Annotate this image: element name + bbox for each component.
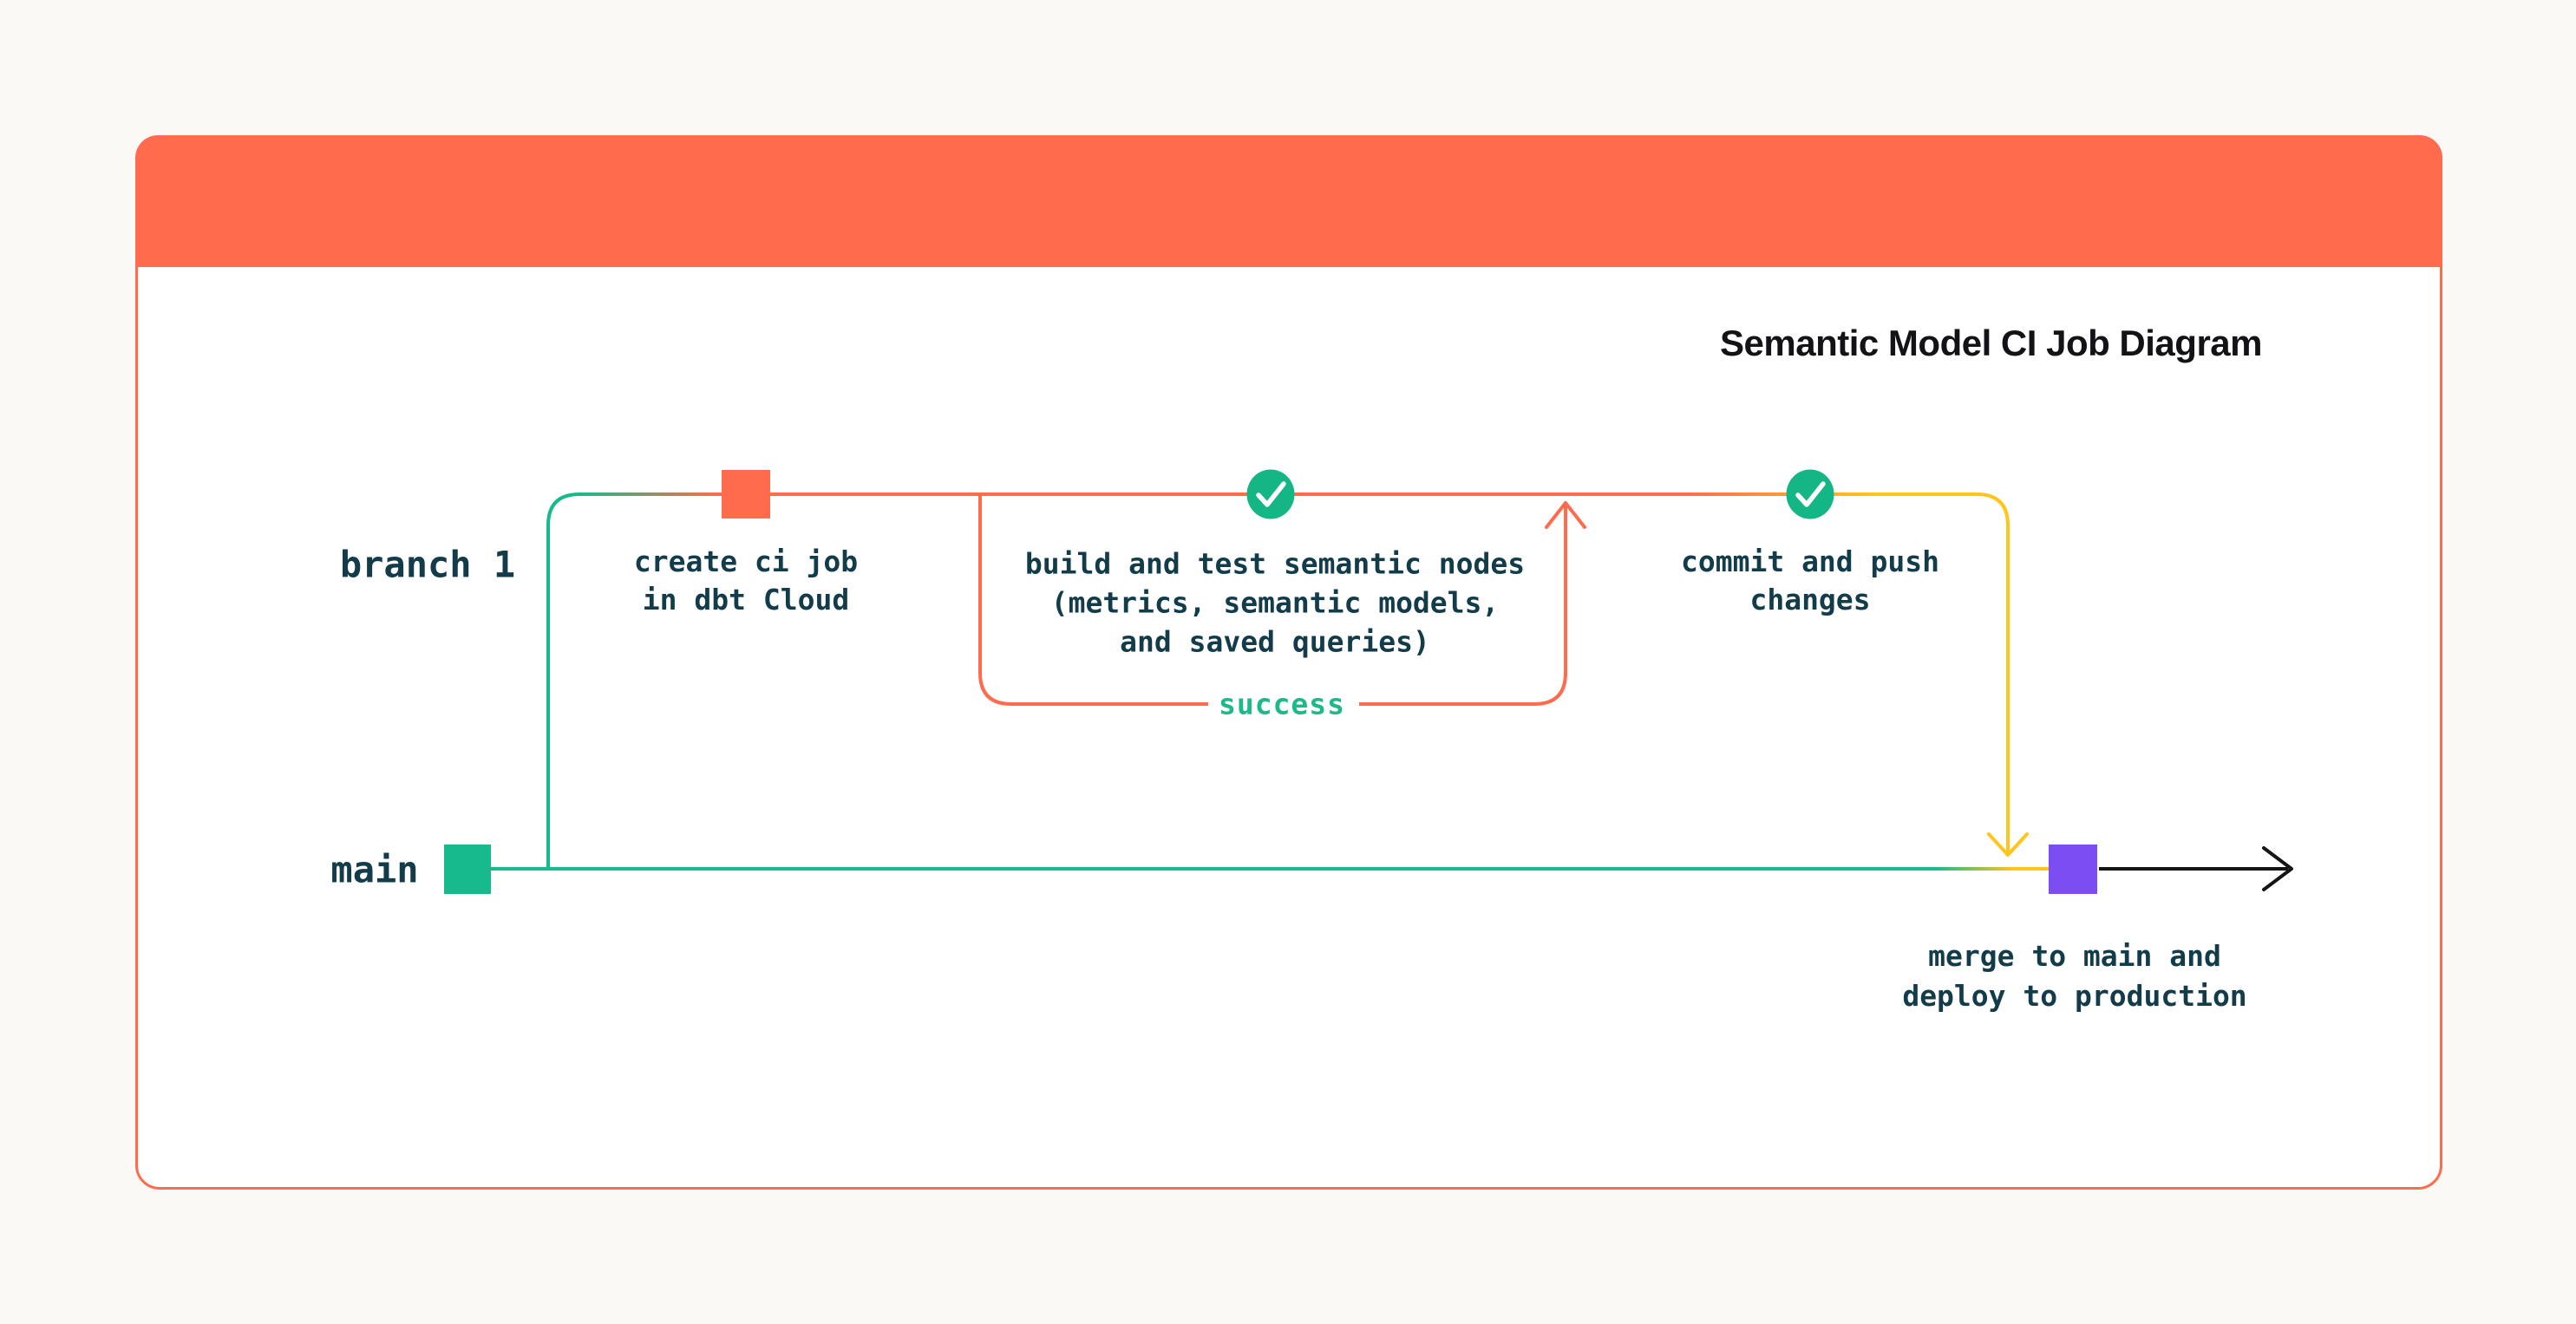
header-bar: Semantic Model CI Job Diagram <box>135 135 2442 366</box>
step-merge-deploy-line1: merge to main and <box>1928 939 2221 973</box>
dbt-logo-star <box>302 300 368 366</box>
success-edge-label: success <box>1218 687 1346 721</box>
check-circle-icon <box>1786 469 1834 519</box>
loop-arrowhead-icon <box>1545 501 1586 529</box>
step-create-ci-label: create ci job in dbt Cloud <box>634 543 858 619</box>
diagram-card <box>135 135 2442 1190</box>
step-merge-deploy-line2: deploy to production <box>1902 979 2247 1013</box>
step-commit-push-line1: commit and push <box>1680 545 1940 578</box>
step-build-test-line2: (metrics, semantic models, <box>1050 585 1500 620</box>
commit-node-main-start <box>444 845 491 894</box>
check-mark-icon <box>1795 481 1826 507</box>
step-create-ci-line2: in dbt Cloud <box>642 583 850 616</box>
check-circle-icon <box>1246 469 1295 519</box>
step-build-test-label: build and test semantic nodes (metrics, … <box>1025 545 1525 662</box>
step-commit-push-line2: changes <box>1749 583 1871 616</box>
step-build-test-line3: and saved queries) <box>1120 624 1430 659</box>
lane-label-main: main <box>330 848 419 891</box>
commit-node-merge <box>2049 845 2097 894</box>
dbt-logo-icon <box>302 300 368 366</box>
step-commit-push-label: commit and push changes <box>1681 543 1939 619</box>
success-loop-left <box>978 494 1208 706</box>
commit-node-create-ci <box>722 470 770 519</box>
lane-label-branch1: branch 1 <box>339 543 516 586</box>
merge-arrowhead-icon <box>1987 832 2029 857</box>
check-mark-icon <box>1256 481 1286 507</box>
page-title: Semantic Model CI Job Diagram <box>1720 323 2262 363</box>
step-build-test-line1: build and test semantic nodes <box>1024 546 1526 581</box>
success-loop-right <box>1359 505 1567 706</box>
main-arrowhead-icon <box>2262 846 2293 891</box>
step-create-ci-line1: create ci job <box>633 545 859 578</box>
step-merge-deploy-label: merge to main and deploy to production <box>1902 936 2246 1016</box>
